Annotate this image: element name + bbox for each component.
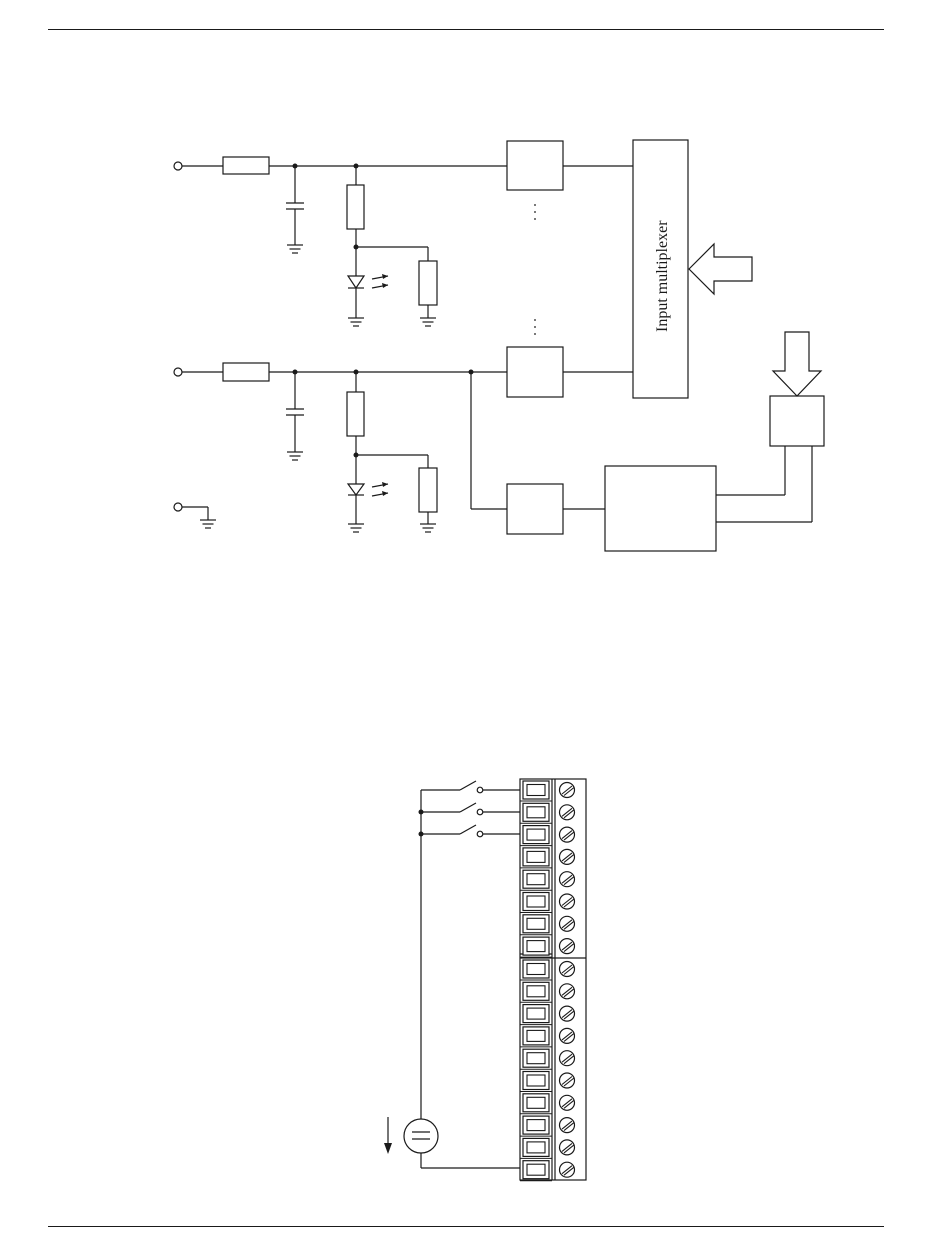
screw-terminal-icon — [560, 872, 575, 887]
screw-terminal-icon — [560, 939, 575, 954]
screw-terminal-icon — [560, 1006, 575, 1021]
input-channel-2 — [174, 363, 507, 532]
screw-terminal-icon — [560, 805, 575, 820]
buffer-block-2 — [507, 347, 563, 397]
screw-terminal-icon — [560, 1051, 575, 1066]
terminal-row — [520, 1161, 575, 1181]
terminal-row — [520, 803, 575, 823]
terminal-row — [520, 1005, 575, 1025]
screw-terminal-icon — [560, 984, 575, 999]
filter-capacitor-2 — [286, 372, 304, 460]
screw-terminal-icon — [560, 1118, 575, 1133]
terminal-row — [520, 1094, 575, 1114]
load-resistor-2 — [419, 468, 437, 512]
dc-source-icon — [384, 1117, 438, 1154]
terminal-row — [520, 781, 575, 801]
terminal-row — [520, 937, 575, 957]
hollow-arrow-down-icon — [773, 332, 821, 396]
terminal-row — [520, 1138, 575, 1158]
screw-terminal-icon — [560, 1140, 575, 1155]
series-resistor-2 — [223, 363, 269, 381]
screw-terminal-icon — [560, 783, 575, 798]
screw-terminal-icon — [560, 1073, 575, 1088]
terminal-row — [520, 870, 575, 890]
screw-terminal-icon — [560, 894, 575, 909]
screw-terminal-icon — [560, 1162, 575, 1177]
series-resistor-1 — [223, 157, 269, 174]
terminal-block — [520, 779, 586, 1181]
screw-terminal-icon — [560, 849, 575, 864]
screw-terminal-icon — [560, 916, 575, 931]
multiplexer-label: Input multiplexer — [654, 220, 671, 332]
screw-terminal-icon — [560, 1095, 575, 1110]
screw-terminal-icon — [560, 1028, 575, 1043]
hollow-arrow-left-icon — [689, 244, 752, 294]
input-terminal-2 — [174, 368, 182, 376]
switch-wiring — [419, 781, 522, 1168]
optocoupler-led-1 — [348, 274, 388, 326]
terminal-row — [520, 915, 575, 935]
ground-terminal — [174, 503, 216, 528]
input-channel-1 — [174, 157, 507, 326]
screw-terminal-icon — [560, 827, 575, 842]
terminal-row — [520, 893, 575, 913]
processing-block — [605, 466, 716, 551]
load-resistor-1 — [419, 261, 437, 305]
output-block — [770, 396, 824, 446]
terminal-row — [520, 960, 575, 980]
pull-down-resistor-1 — [347, 185, 364, 229]
optocoupler-led-2 — [348, 482, 388, 532]
terminal-row — [520, 1027, 575, 1047]
terminal-row — [520, 982, 575, 1002]
input-terminal-1 — [174, 162, 182, 170]
screw-terminal-icon — [560, 962, 575, 977]
terminal-row — [520, 1072, 575, 1092]
terminal-row — [520, 1049, 575, 1069]
pull-down-resistor-2 — [347, 392, 364, 436]
ellipsis-dots-lower — [534, 319, 536, 335]
buffer-block-3 — [507, 484, 563, 534]
ellipsis-dots-upper — [534, 204, 536, 220]
terminal-row — [520, 1116, 575, 1136]
buffer-block-1 — [507, 141, 563, 190]
terminal-row — [520, 826, 575, 846]
filter-capacitor-1 — [286, 166, 304, 253]
terminal-row — [520, 848, 575, 868]
